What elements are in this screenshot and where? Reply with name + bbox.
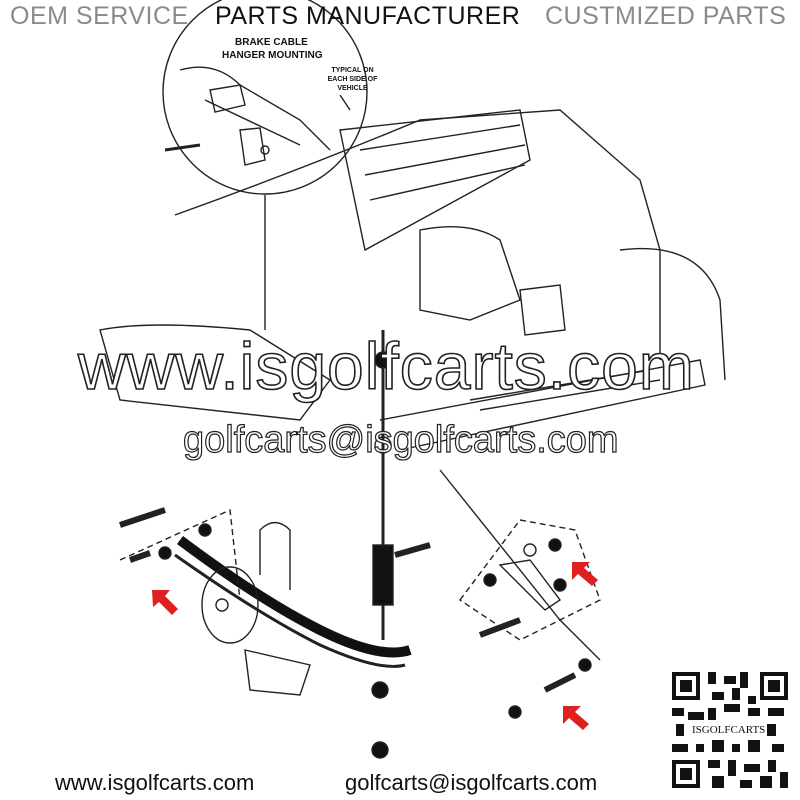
arrow-right-lower-icon [563, 706, 589, 730]
red-arrows [152, 562, 598, 730]
arrow-right-shackle-icon [572, 562, 598, 586]
header-parts-manufacturer: PARTS MANUFACTURER [215, 2, 521, 30]
footer-url[interactable]: www.isgolfcarts.com [55, 770, 255, 795]
header-oem-service: OEM SERVICE [10, 2, 189, 30]
arrow-left-shackle-icon [152, 590, 178, 615]
watermark-url: www.isgolfcarts.com [77, 328, 695, 404]
shock-absorber [371, 330, 394, 759]
leaf-spring-axle [174, 521, 412, 696]
watermark-email: golfcarts@isgolfcarts.com [182, 418, 619, 461]
header-customized-parts: CUSTMIZED PARTS [545, 2, 787, 30]
shackle-bolts [119, 469, 601, 719]
qr-label: ISGOLFCARTS [690, 724, 768, 737]
cart-body [99, 109, 726, 451]
inset-title-line2: HANGER MOUNTING [222, 50, 323, 61]
inset-brake-cable-hanger [162, 0, 368, 330]
footer-email[interactable]: golfcarts@isgolfcarts.com [345, 770, 598, 795]
qr-code[interactable]: ISGOLFCARTS [668, 668, 792, 792]
inset-note: TYPICAL ON EACH SIDE OF VEHICLE [327, 67, 378, 92]
inset-title-line1: BRAKE CABLE [235, 37, 308, 48]
